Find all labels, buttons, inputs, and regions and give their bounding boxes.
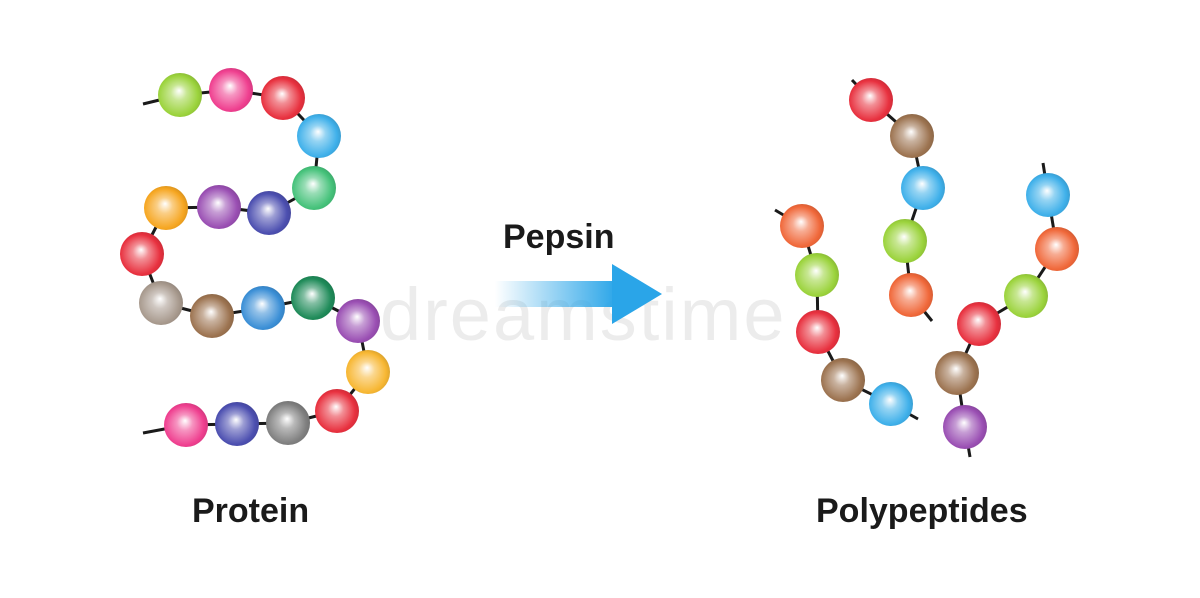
fragment3-amino-acid-4 — [957, 302, 1001, 346]
protein-amino-acid-1 — [158, 73, 202, 117]
fragment3-amino-acid-3 — [1004, 274, 1048, 318]
fragment1-amino-acid-5 — [869, 382, 913, 426]
polypeptide-fragment-2 — [849, 78, 945, 317]
fragment3-amino-acid-2 — [1035, 227, 1079, 271]
polypeptide-fragment-3 — [935, 173, 1079, 449]
protein-amino-acid-11 — [190, 294, 234, 338]
protein-amino-acid-15 — [346, 350, 390, 394]
protein-amino-acid-13 — [291, 276, 335, 320]
protein-amino-acid-5 — [292, 166, 336, 210]
polypeptides-label: Polypeptides — [816, 492, 1028, 530]
fragment1-amino-acid-1 — [780, 204, 824, 248]
polypeptide-fragment-1 — [780, 204, 913, 426]
protein-amino-acid-8 — [144, 186, 188, 230]
protein-amino-acid-3 — [261, 76, 305, 120]
protein-amino-acid-12 — [241, 286, 285, 330]
fragment3-amino-acid-5 — [935, 351, 979, 395]
protein-amino-acid-19 — [164, 403, 208, 447]
protein-amino-acid-10 — [139, 281, 183, 325]
fragment1-amino-acid-2 — [795, 253, 839, 297]
protein-amino-acid-2 — [209, 68, 253, 112]
fragment3-amino-acid-1 — [1026, 173, 1070, 217]
protein-amino-acid-14 — [336, 299, 380, 343]
protein-amino-acid-9 — [120, 232, 164, 276]
fragment2-amino-acid-5 — [889, 273, 933, 317]
protein-amino-acid-4 — [297, 114, 341, 158]
protein-label: Protein — [192, 492, 310, 530]
fragment2-amino-acid-4 — [883, 219, 927, 263]
protein-amino-acid-7 — [197, 185, 241, 229]
fragment2-amino-acid-2 — [890, 114, 934, 158]
arrow-shaft — [495, 281, 617, 307]
protein-amino-acid-18 — [215, 402, 259, 446]
arrow-head — [612, 264, 662, 324]
pepsin-label: Pepsin — [503, 218, 615, 256]
protein-chain — [120, 68, 390, 447]
fragment1-amino-acid-3 — [796, 310, 840, 354]
fragment2-amino-acid-3 — [901, 166, 945, 210]
fragment3-amino-acid-6 — [943, 405, 987, 449]
protein-amino-acid-6 — [247, 191, 291, 235]
fragment2-amino-acid-1 — [849, 78, 893, 122]
protein-amino-acid-17 — [266, 401, 310, 445]
protein-amino-acid-16 — [315, 389, 359, 433]
reaction-arrow — [495, 264, 662, 324]
fragment1-amino-acid-4 — [821, 358, 865, 402]
